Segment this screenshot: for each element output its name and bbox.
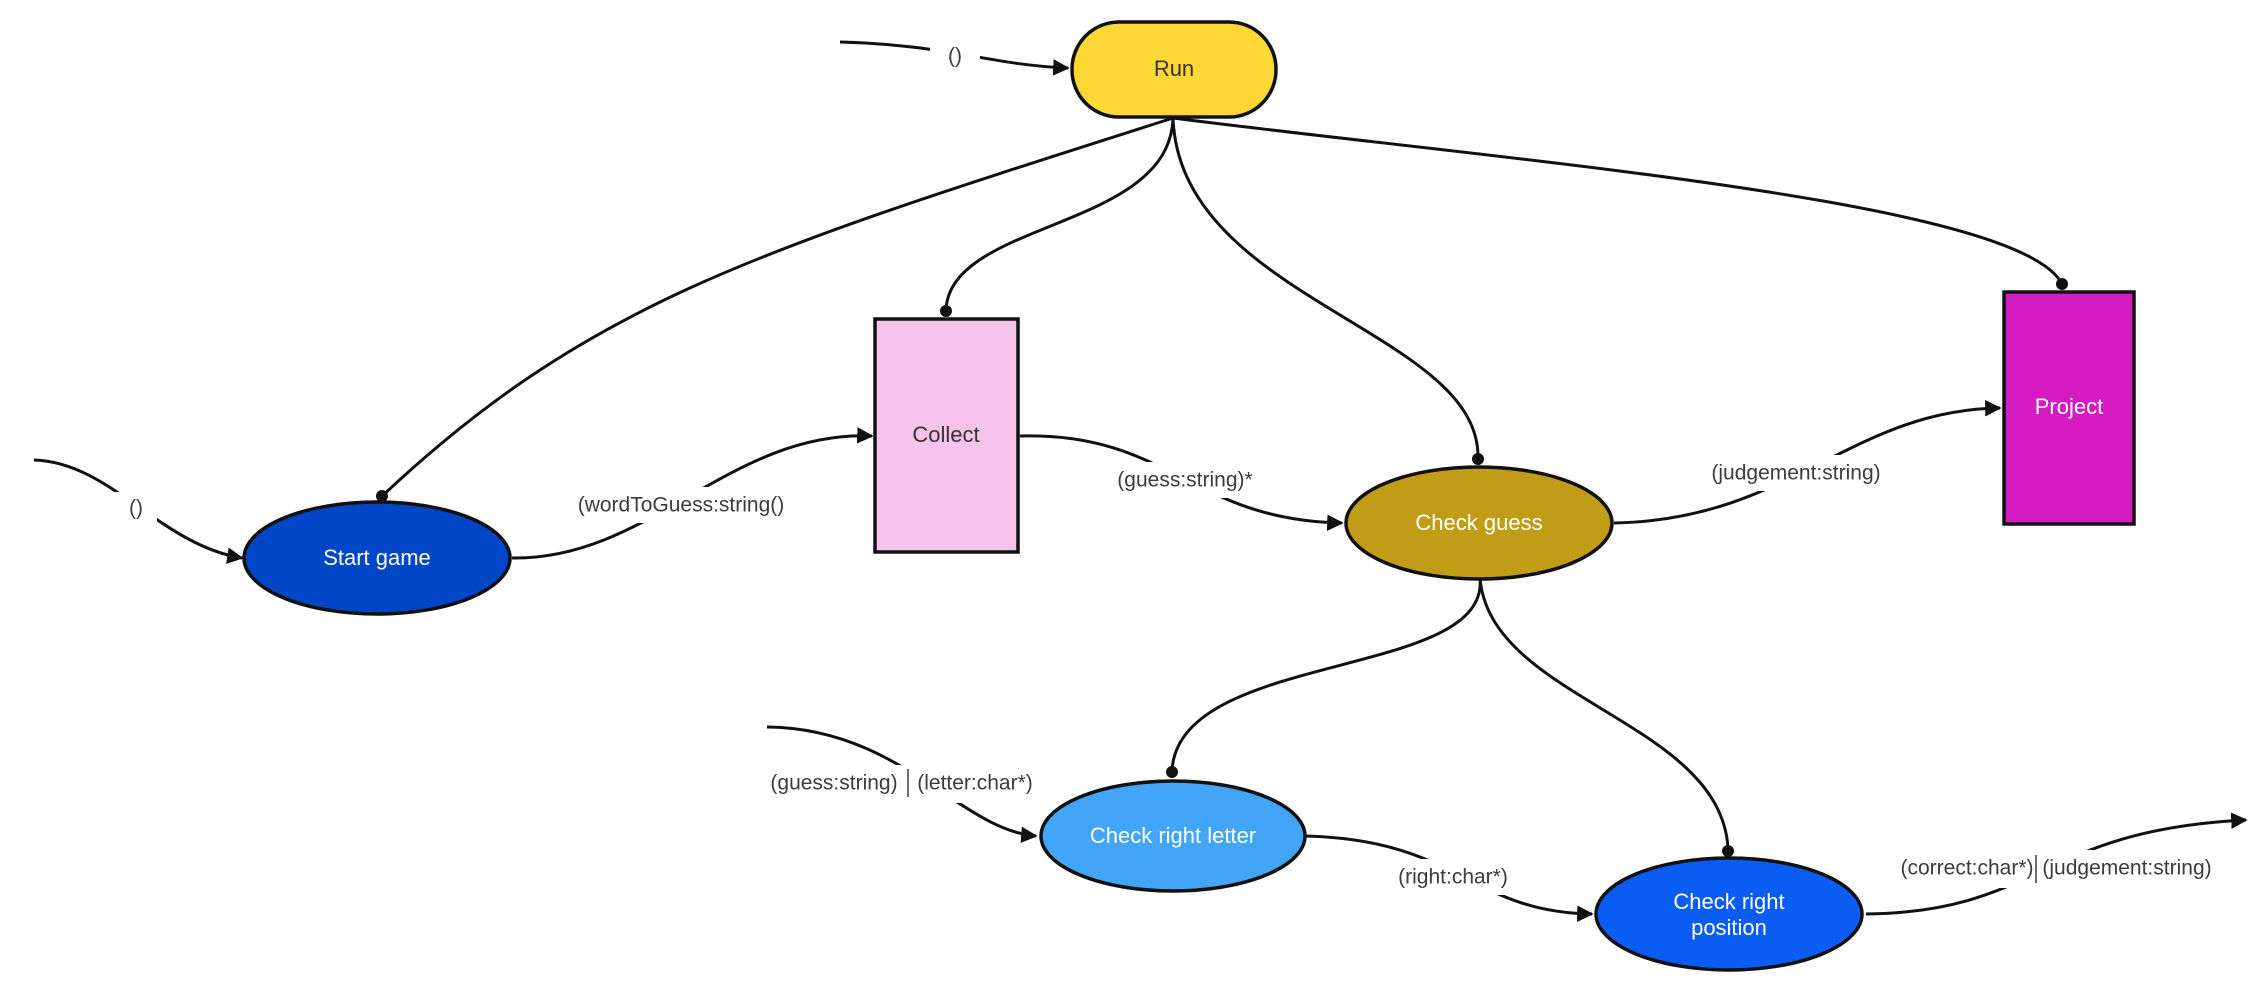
check-guess-node-label: Check guess (1415, 510, 1542, 535)
check-right-letter-to-check-right-position-edge: (right:char*) (1305, 834, 1594, 922)
check-guess-to-check-right-letter-edge (1166, 577, 1482, 778)
check-right-position-output-label-b: (judgement:string) (2042, 857, 2211, 880)
check-right-letter-input-label-a: (guess:string) (770, 772, 897, 795)
run-to-collect-edge (940, 117, 1175, 317)
start-game-to-collect-edge: (wordToGuess:string() (511, 427, 874, 560)
collect-to-check-guess-edge: (guess:string)* (1019, 434, 1344, 531)
collect-node-label: Collect (912, 422, 979, 447)
start-game-input-label: () (129, 497, 143, 520)
start-game-node[interactable]: Start game (242, 500, 512, 616)
run-input-edge: () (839, 40, 1070, 76)
start-game-to-collect-label: (wordToGuess:string() (578, 494, 785, 517)
collect-node[interactable]: Collect (873, 317, 1020, 554)
check-guess-node[interactable]: Check guess (1344, 465, 1614, 581)
check-right-position-node[interactable]: Check right position (1594, 856, 1864, 972)
check-right-letter-input-edge: (guess:string) (letter:char*) (762, 725, 1044, 844)
check-guess-to-check-right-position-edge (1478, 577, 1734, 857)
check-guess-to-project-label: (judgement:string) (1711, 462, 1880, 485)
project-node-label: Project (2035, 394, 2103, 419)
check-guess-to-project-edge: (judgement:string) (1613, 399, 2002, 525)
run-input-label: () (948, 45, 962, 68)
check-right-position-node-label-line2: position (1691, 915, 1767, 940)
collect-to-check-guess-label: (guess:string)* (1117, 469, 1252, 492)
start-game-node-label: Start game (323, 545, 431, 570)
check-right-position-output-edge: (correct:char*) (judgement:string) (1865, 812, 2248, 916)
check-right-letter-input-label-b: (letter:char*) (917, 772, 1033, 795)
check-right-position-output-label-a: (correct:char*) (1900, 857, 2033, 880)
run-node[interactable]: Run (1070, 20, 1278, 119)
run-to-project-edge (1172, 116, 2068, 290)
check-right-letter-to-check-right-position-label: (right:char*) (1398, 866, 1508, 889)
check-right-letter-node[interactable]: Check right letter (1039, 779, 1307, 893)
run-to-check-guess-edge (1171, 117, 1484, 465)
check-right-letter-node-label: Check right letter (1090, 823, 1256, 848)
project-node[interactable]: Project (2002, 290, 2136, 526)
start-game-input-edge: () (33, 458, 244, 564)
run-node-label: Run (1154, 56, 1194, 81)
check-right-position-node-label-line1: Check right (1673, 889, 1784, 914)
run-to-start-game-edge (376, 116, 1174, 502)
